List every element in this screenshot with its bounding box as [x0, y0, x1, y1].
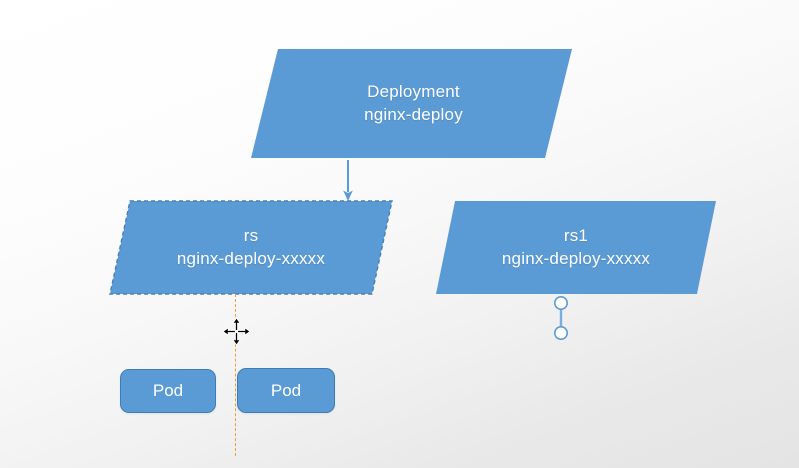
deployment-parallelogram-fill	[251, 49, 572, 158]
pod-right-label: Pod	[270, 380, 302, 400]
rs-label: rs nginx-deploy-xxxxx	[177, 225, 325, 270]
node-replicaset-rs[interactable]: rs nginx-deploy-xxxxx	[109, 200, 393, 295]
rs1-label: rs1 nginx-deploy-xxxxx	[502, 225, 650, 270]
node-pod-left[interactable]: Pod	[120, 369, 216, 413]
rs1-label-line1: rs1	[563, 226, 589, 246]
node-pod-right[interactable]: Pod	[237, 368, 335, 413]
connector-handle-bottom[interactable]	[554, 325, 568, 340]
node-replicaset-rs1[interactable]: rs1 nginx-deploy-xxxxx	[436, 201, 716, 294]
deployment-label: Deployment nginx-deploy	[364, 81, 463, 126]
rs1-label-line2: nginx-deploy-xxxxx	[501, 248, 651, 268]
rs-label-line2: nginx-deploy-xxxxx	[176, 248, 326, 268]
arrow-deployment-to-replicaset[interactable]	[338, 160, 358, 202]
connector-handle-top[interactable]	[554, 296, 568, 310]
rs-label-line1: rs	[243, 226, 259, 246]
connector-endpoint-handles[interactable]	[550, 294, 572, 342]
node-deployment[interactable]: Deployment nginx-deploy	[251, 49, 572, 158]
deployment-label-line2: nginx-deploy	[364, 104, 463, 124]
alignment-guide-vertical	[235, 294, 236, 456]
rs1-parallelogram-fill	[436, 201, 716, 294]
move-cursor-icon	[222, 317, 251, 346]
deployment-label-line1: Deployment	[367, 82, 460, 102]
pod-left-label: Pod	[152, 381, 184, 400]
